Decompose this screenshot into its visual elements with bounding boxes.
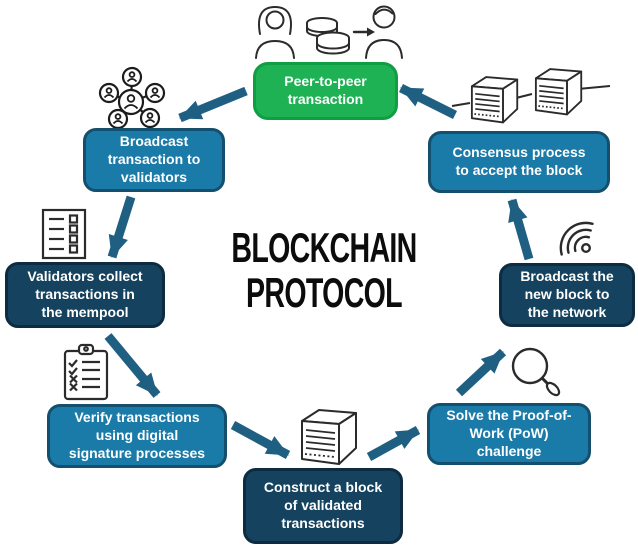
node-label-line: Construct a block [263, 479, 383, 496]
arrow-construct-to-solve [366, 426, 421, 461]
node-label-line: Work (PoW) [469, 425, 549, 442]
diagram-title-line1: BLOCKCHAIN [231, 224, 417, 271]
node-label-line: transaction to [107, 151, 201, 168]
node-broadcast-transaction-to-validators: Broadcast transaction to validators [83, 128, 225, 192]
node-broadcast-new-block: Broadcast the new block to the network [499, 263, 635, 327]
node-label-line: the mempool [41, 303, 129, 320]
node-label-line: challenge [476, 442, 542, 459]
arrow-solve-to-newblock [455, 348, 507, 397]
node-label-line: Validators collect [27, 268, 143, 285]
network-icon [98, 66, 166, 130]
node-label-line: Consensus process [452, 144, 586, 161]
node-label-line: Peer-to-peer [284, 73, 367, 90]
transaction-list-icon [41, 208, 87, 260]
checklist-clipboard-icon [63, 343, 109, 401]
node-label-line: Broadcast [119, 133, 189, 150]
diagram-title: BLOCKCHAIN PROTOCOL [215, 224, 433, 316]
node-validators-collect-transactions: Validators collect transactions in the m… [5, 262, 165, 328]
arrow-collect-to-verify [104, 333, 161, 398]
arrow-verify-to-construct [230, 421, 291, 459]
node-solve-pow-challenge: Solve the Proof-of- Work (PoW) challenge [427, 403, 591, 465]
node-consensus-process: Consensus process to accept the block [428, 131, 610, 193]
node-label-line: signature processes [68, 444, 206, 461]
arrow-peer-to-broadcast [178, 86, 248, 123]
arrow-broadcast-to-collect [107, 195, 136, 259]
node-verify-transactions: Verify transactions using digital signat… [47, 404, 227, 468]
people-exchange-icon [255, 5, 403, 59]
node-label-line: transactions [281, 514, 365, 531]
node-label-line: Verify transactions [74, 409, 200, 426]
node-label-line: the network [527, 303, 607, 320]
block-icon [301, 409, 357, 465]
node-peer-to-peer-transaction: Peer-to-peer transaction [253, 62, 398, 120]
node-label-line: using digital [95, 427, 179, 444]
arrow-consensus-to-peer [398, 83, 458, 120]
linked-blocks-icon [451, 68, 611, 124]
node-label-line: Broadcast the [520, 268, 614, 285]
node-label-line: transactions in [35, 286, 135, 303]
magnifier-icon [511, 347, 561, 397]
node-label-line: of validated [284, 497, 362, 514]
node-label-line: transaction [287, 91, 364, 107]
arrow-newblock-to-consensus [507, 198, 534, 261]
signal-icon [559, 221, 594, 256]
node-label-line: Solve the Proof-of- [446, 407, 572, 424]
node-construct-block: Construct a block of validated transacti… [243, 468, 403, 544]
node-label-line: validators [120, 168, 188, 185]
node-label-line: new block to [524, 286, 610, 303]
node-label-line: to accept the block [455, 162, 583, 178]
diagram-title-line2: PROTOCOL [246, 268, 403, 316]
